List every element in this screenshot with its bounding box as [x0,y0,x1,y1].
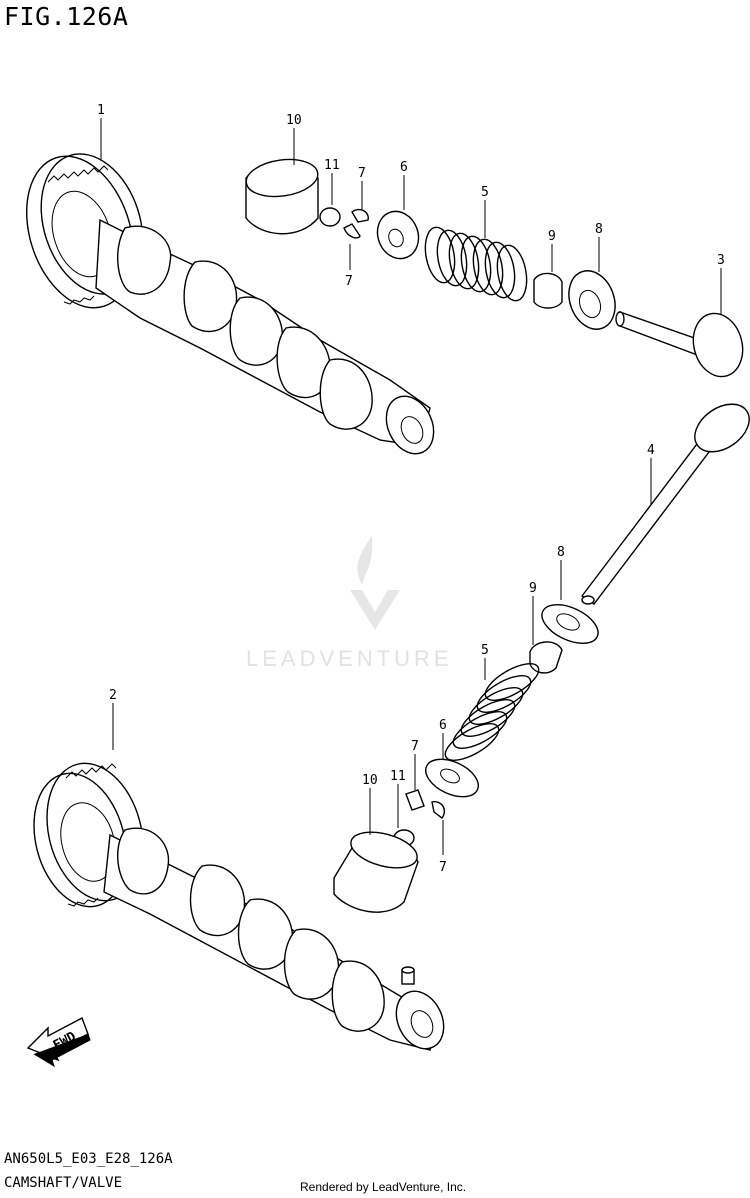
callout-7-upper-b: 7 [345,274,353,289]
figure-code: AN650L5_E03_E28_126A [4,1151,173,1167]
watermark-flame-icon [357,535,373,585]
valve-lower [580,439,714,605]
cotter-upper-a [351,208,369,223]
leader-lines [100,118,722,855]
callout-2: 2 [109,688,117,703]
retainer-upper [376,210,420,260]
figure-title: FIG.126A [4,2,129,31]
camshaft-upper [25,153,435,455]
cotter-lower-b [431,801,446,819]
camshaft-lower [33,762,445,1051]
callout-11-lower: 11 [390,769,406,784]
callout-10-upper: 10 [286,113,302,128]
callout-7-upper-a: 7 [358,166,366,181]
spring-upper [424,226,528,302]
cotter-upper-b [343,223,361,239]
callout-8-lower: 8 [557,545,565,560]
callout-4: 4 [647,443,655,458]
watermark-text: LEADVENTURE [246,646,453,671]
callout-1: 1 [97,103,105,118]
callout-11-upper: 11 [324,158,340,173]
callout-6-lower: 6 [439,718,447,733]
callout-5-lower: 5 [481,643,489,658]
callouts: 1 2 3 4 5 5 6 6 7 7 7 7 8 8 9 9 10 10 11… [97,103,725,875]
valve-upper [619,311,701,358]
spring-seat-upper [568,270,616,330]
figure-name: CAMSHAFT/VALVE [4,1175,123,1191]
callout-3: 3 [717,253,725,268]
callout-10-lower: 10 [362,773,378,788]
callout-9-upper: 9 [548,229,556,244]
watermark: LEADVENTURE [246,535,453,671]
cotter-lower-a [405,789,425,811]
spring-lower [444,663,540,761]
watermark-v-icon [350,590,400,630]
stem-seal-lower [529,641,563,674]
callout-9-lower: 9 [529,581,537,596]
shim-upper [319,207,341,227]
callout-5-upper: 5 [481,185,489,200]
callout-8-upper: 8 [595,222,603,237]
callout-7-lower-b: 7 [439,860,447,875]
callout-7-lower-a: 7 [411,739,419,754]
spring-seat-lower [541,604,599,644]
valve-train-upper [245,158,744,378]
render-credit: Rendered by LeadVenture, Inc. [300,1180,467,1194]
stem-seal-upper [533,272,563,309]
fwd-arrow: FWD [26,1017,91,1068]
valve-train-lower [333,403,750,913]
retainer-lower [425,758,479,798]
callout-6-upper: 6 [400,160,408,175]
